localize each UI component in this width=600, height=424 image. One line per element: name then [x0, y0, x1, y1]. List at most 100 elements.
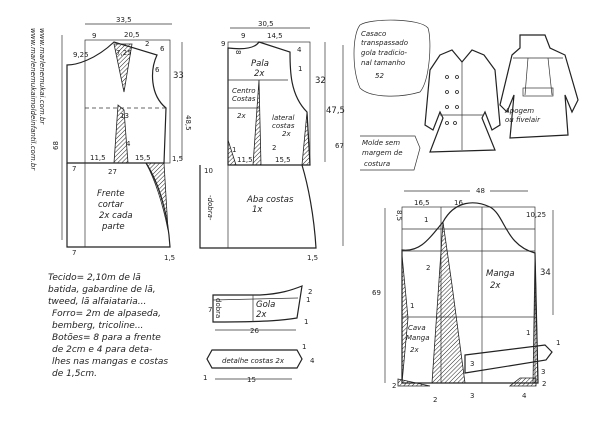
title-cloud: Casaco transpassado gola tradicio- nal t…	[353, 19, 431, 97]
front-m: 7	[72, 165, 76, 173]
back-m: 1,5	[307, 254, 318, 262]
back-m: 9	[241, 32, 245, 40]
back-detail-m: 1	[302, 343, 306, 351]
back-detail-m: 4	[310, 357, 315, 365]
materials-line: lhes nas mangas e costas	[52, 357, 168, 367]
back-label: 2x	[254, 69, 265, 79]
sleeve-m: 34	[540, 268, 551, 278]
front-label: parte	[101, 222, 125, 232]
front-m: 1,5	[164, 254, 175, 262]
seam-note-line: Molde sem	[362, 139, 400, 147]
sleeve-label: Cava	[408, 324, 426, 332]
sleeve-m: 1	[410, 302, 414, 310]
back-m: 11,5	[237, 156, 253, 164]
back-label: 2x	[237, 112, 246, 120]
materials-line: batida, gabardine de lã,	[48, 285, 156, 295]
collar-m: 1	[306, 296, 310, 304]
back-m: 15,5	[275, 156, 291, 164]
sleeve-m: 48	[476, 187, 485, 195]
sleeve-label: Manga	[486, 269, 515, 279]
back-label: Costas	[232, 95, 256, 103]
sleeve-m: 8,5	[395, 210, 403, 221]
title-line: gola tradicio-	[361, 49, 408, 57]
sleeve-m: 69	[372, 289, 381, 297]
seam-note-line: costura	[364, 160, 390, 168]
collar-m: 7	[208, 306, 212, 314]
sleeve-m: 10,25	[526, 211, 546, 219]
front-m: 9,25	[73, 51, 89, 59]
back-m: 14,5	[267, 32, 283, 40]
sleeve-label: Manga	[406, 334, 430, 342]
back-m: 10	[204, 167, 213, 175]
collar-m: 1	[304, 318, 308, 326]
website-1: www.marlenemukai.com.br	[38, 28, 46, 125]
back-detail-m: 1	[203, 374, 207, 382]
title-line: transpassado	[361, 39, 408, 47]
back-detail-label: detalhe costas 2x	[222, 357, 285, 365]
front-m: 27	[108, 168, 117, 176]
materials-line: de 1,5cm.	[52, 369, 97, 379]
back-label: 2x	[282, 130, 291, 138]
back-label: lateral	[272, 114, 294, 122]
back-m: 1	[232, 146, 236, 154]
coat-back-sketch: Apogem ou fivelair	[499, 34, 579, 139]
back-detail-pattern-piece: detalhe costas 2x 15 4 1 1	[203, 343, 315, 384]
collar-pattern-piece: 7 dobra Gola 2x 26 2 1 1	[208, 285, 312, 335]
materials-line: tweed, lã alfaiataria...	[48, 297, 146, 307]
front-m: 68	[52, 141, 60, 150]
title-line: 52	[375, 72, 384, 80]
collar-qty: 2x	[256, 310, 267, 320]
back-m: 1	[298, 65, 302, 73]
materials-line: de 2cm e 4 para deta-	[52, 345, 152, 355]
front-m: 4	[126, 140, 131, 148]
front-label: Frente	[97, 189, 125, 199]
back-fold-label: -dobra-	[206, 195, 214, 221]
front-m: 7,25	[116, 49, 132, 57]
sleeve-pattern-piece: 48 16,5 16 8,5 10,25 34 69 1 2 1 1 2 2 2…	[372, 187, 560, 404]
collar-m: 26	[250, 327, 259, 335]
front-label: 2x cada	[99, 211, 133, 221]
front-m: 13	[120, 112, 129, 120]
sleeve-m: 2	[433, 396, 437, 404]
sleeve-m: 3	[541, 368, 545, 376]
sleeve-m: 4	[522, 392, 527, 400]
back-label: Centro	[232, 87, 256, 95]
back-label: 1x	[252, 205, 263, 215]
sleeve-m: 2	[426, 264, 430, 272]
back-detail-note: ou fivelair	[505, 116, 541, 124]
front-m: 9	[92, 32, 96, 40]
materials-line: Botões= 8 para a frente	[52, 333, 161, 343]
collar-m: 2	[308, 288, 312, 296]
back-label: Pala	[251, 59, 269, 69]
back-m: 30,5	[258, 20, 274, 28]
seam-note-line: margem de	[362, 149, 403, 157]
front-label: cortar	[98, 200, 124, 210]
title-line: nal tamanho	[361, 59, 405, 67]
website-credits: www.marlenemukai.com.br www.marlenemukai…	[29, 28, 46, 171]
sleeve-m: 1	[424, 216, 428, 224]
back-m: 8	[234, 50, 242, 54]
materials-line: bemberg, tricoline...	[52, 321, 143, 331]
front-m: 2	[145, 40, 149, 48]
seam-allowance-note: Molde sem margem de costura	[360, 135, 421, 171]
front-m: 15,5	[135, 154, 151, 162]
back-detail-m: 15	[247, 376, 256, 384]
collar-fold-label: dobra	[214, 298, 222, 318]
sleeve-m: 2	[542, 380, 546, 388]
sleeve-m: 1	[556, 339, 560, 347]
sleeve-label: 2x	[410, 346, 419, 354]
front-m: 33	[173, 71, 184, 81]
back-m: 4	[297, 46, 302, 54]
front-m: 11,5	[90, 154, 106, 162]
materials-line: Tecido= 2,10m de lã	[48, 273, 141, 283]
front-m: 20,5	[124, 31, 140, 39]
sleeve-label: 2x	[490, 281, 501, 291]
website-2: www.marlenemukaimoldeinfantil.com.br	[29, 28, 37, 171]
sleeve-m: 3	[470, 360, 474, 368]
collar-label: Gola	[256, 300, 275, 310]
back-m: 2	[272, 144, 276, 152]
sleeve-m: 2	[392, 382, 396, 390]
back-label: Aba costas	[246, 195, 294, 205]
materials-line: Forro= 2m de alpaseda,	[52, 309, 161, 319]
